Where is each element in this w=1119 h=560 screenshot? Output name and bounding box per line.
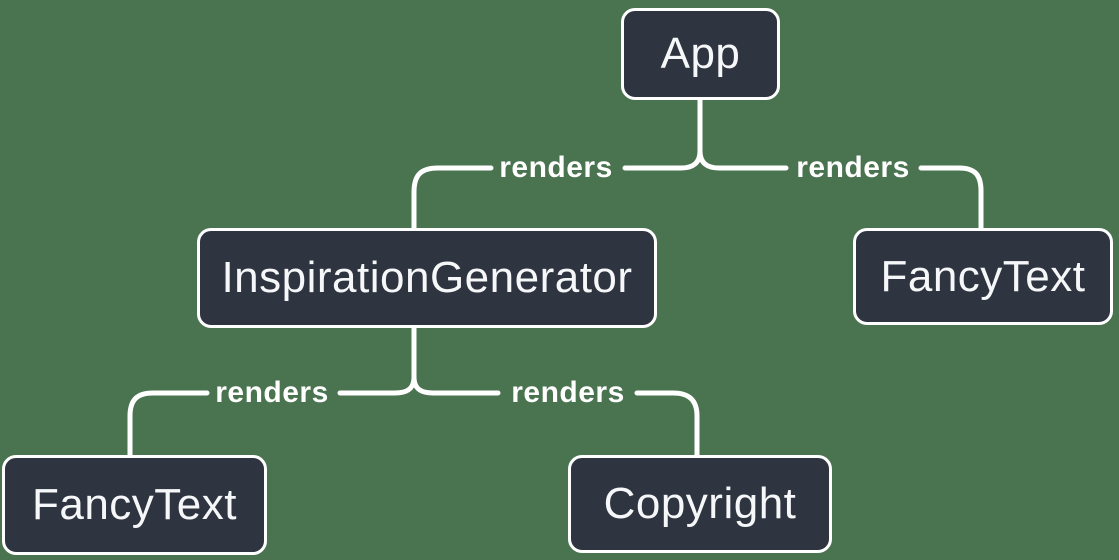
edge-line-app-stem-right [697, 148, 789, 171]
edge-line-ig-stem-left [337, 324, 417, 396]
node-inspiration-generator: InspirationGenerator [197, 228, 657, 328]
edge-label-ig-to-fancy-text-left: renders [215, 376, 329, 409]
edge-line-app-stem-left [622, 97, 703, 171]
edge-line-into-inspiration-generator [411, 165, 494, 232]
edge-line-into-fancy-text-right [918, 165, 984, 232]
node-copyright: Copyright [568, 455, 832, 553]
edge-line-ig-stem-right [411, 374, 501, 396]
edge-line-into-copyright [634, 390, 700, 459]
edge-label-ig-to-copyright: renders [511, 376, 625, 409]
edge-app-to-fancy-text-right [697, 148, 984, 232]
node-app: App [621, 8, 780, 100]
node-fancy-text-left: FancyText [2, 455, 267, 555]
edge-label-app-to-fancy-text-right: renders [796, 151, 910, 184]
edge-line-into-fancy-text-left [127, 390, 210, 459]
edge-label-app-to-inspiration-generator: renders [499, 151, 613, 184]
edge-inspiration-generator-to-copyright [411, 374, 700, 459]
node-fancy-text-right: FancyText [853, 228, 1113, 325]
